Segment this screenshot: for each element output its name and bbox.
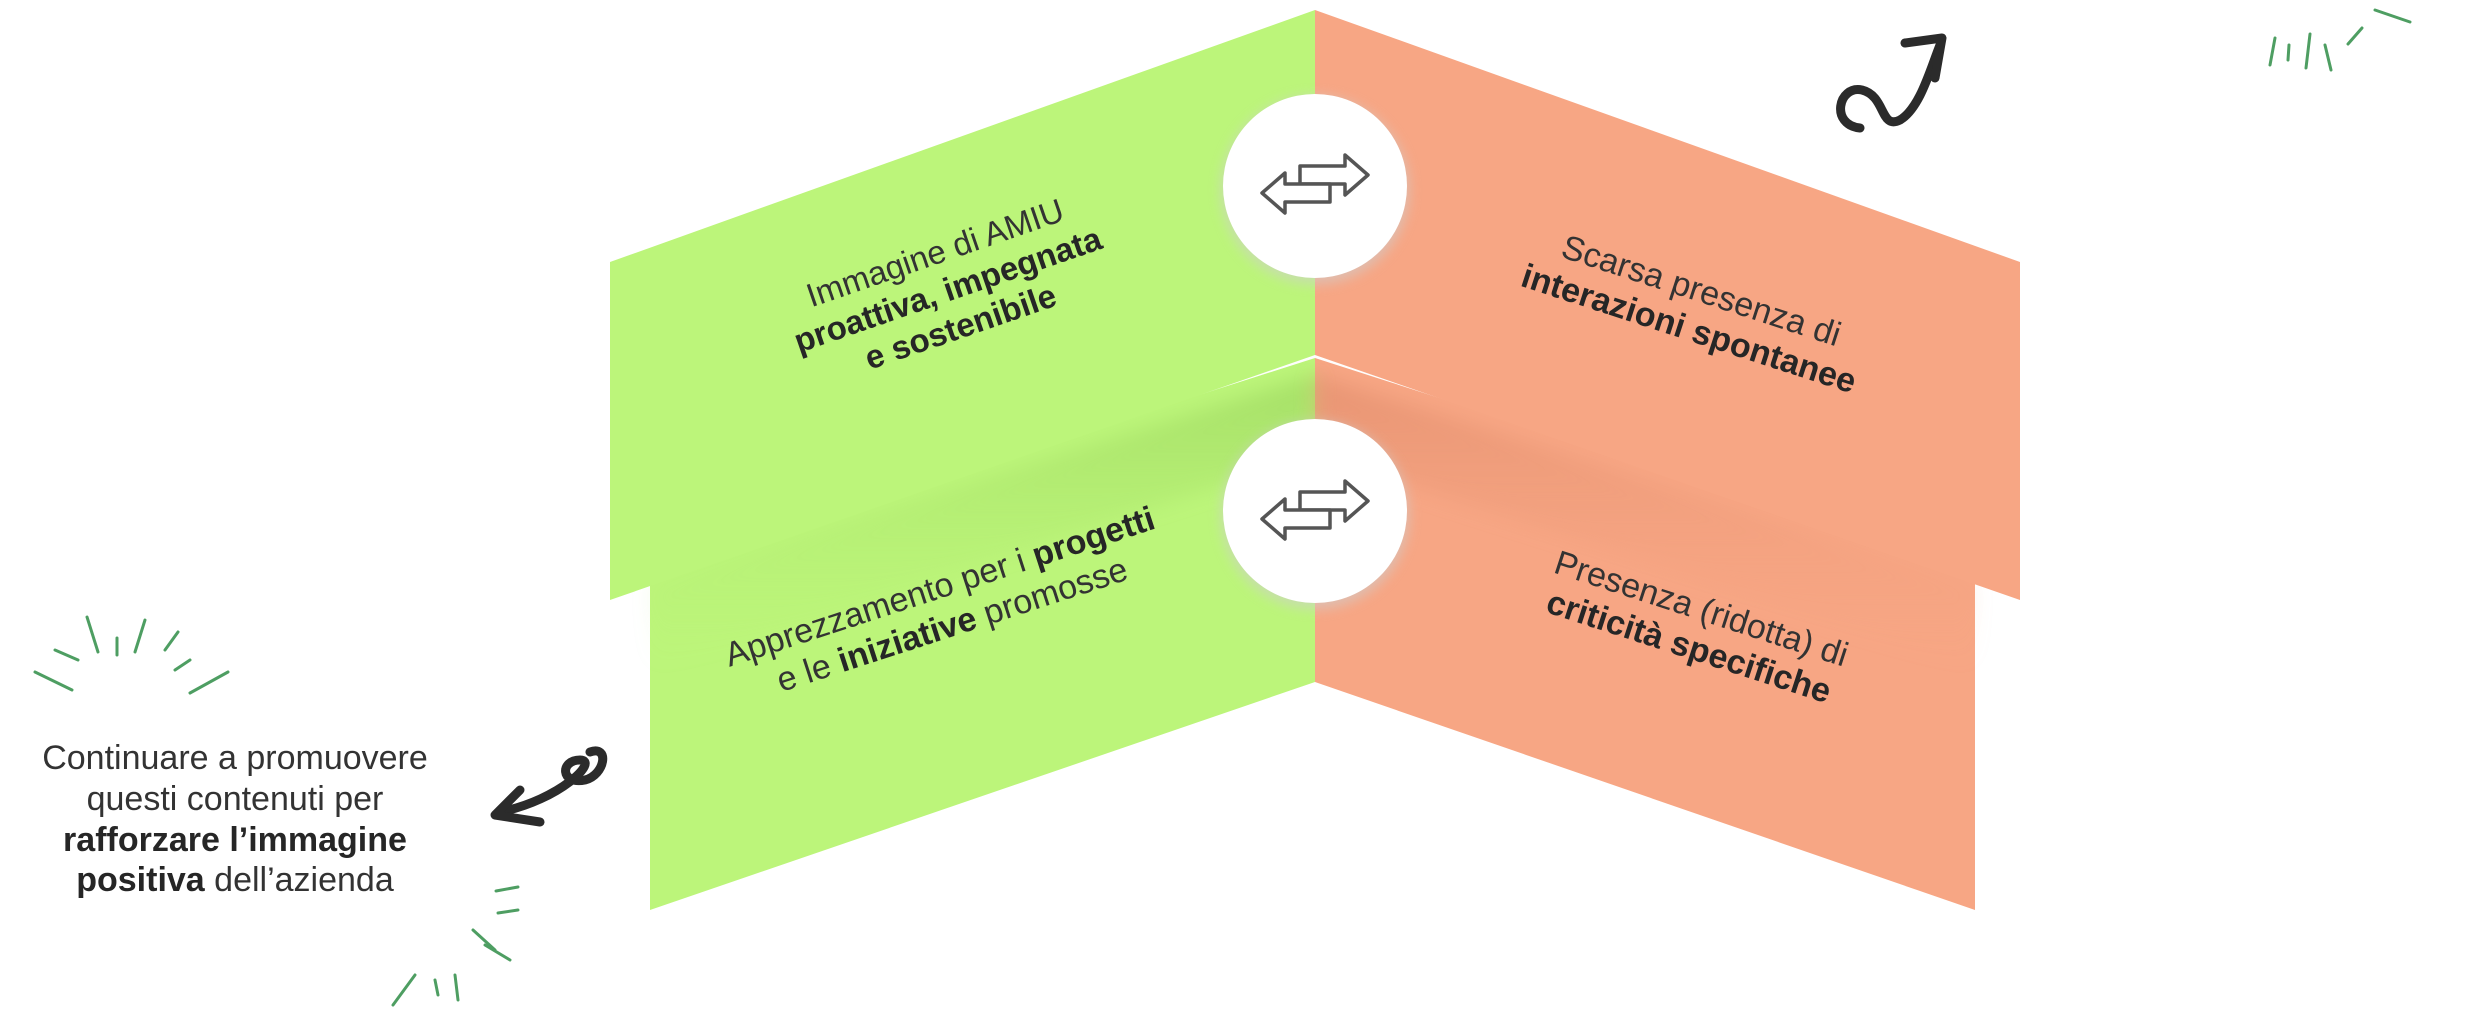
exchange-circle-top xyxy=(1221,94,1409,284)
note-line3: rafforzare l’immagine xyxy=(63,820,407,859)
sparkle-icon xyxy=(391,885,520,1007)
panel-top-left xyxy=(610,10,1315,600)
note-line2: questi contenuti per xyxy=(86,779,384,818)
sparkle-icon xyxy=(2268,8,2412,72)
note-line4-bold: positiva xyxy=(76,861,205,900)
note-line4-post: dell’azienda xyxy=(204,861,394,900)
fold-shadow-left xyxy=(650,375,1315,670)
exchange-arrows-icon xyxy=(1260,479,1370,541)
exchange-arrows-icon xyxy=(1260,153,1370,215)
recommendation-note: Continuare a promuovere questi contenuti… xyxy=(0,738,470,901)
fold-shadow-right xyxy=(1315,375,1975,670)
panel-top-right xyxy=(1315,10,2020,600)
note-line1: Continuare a promuovere xyxy=(42,739,428,777)
curly-arrow-icon xyxy=(490,746,608,827)
curly-arrow-icon xyxy=(1836,33,1947,133)
sparkle-icon xyxy=(33,615,230,695)
exchange-circle-bottom xyxy=(1221,419,1409,609)
